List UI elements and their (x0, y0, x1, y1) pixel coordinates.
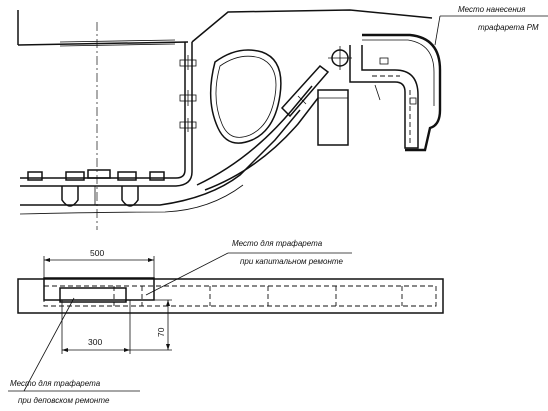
label-stencil-rm-line1: Место нанесения (458, 5, 526, 14)
label-capital-line1: Место для трафарета (232, 239, 323, 248)
label-depot-line1: Место для трафарета (10, 379, 101, 388)
stencil-capital-area (43, 277, 155, 301)
dimension-70: 70 (130, 299, 172, 351)
label-capital-line2: при капитальном ремонте (240, 257, 344, 266)
dim-500-value: 500 (90, 248, 104, 258)
dimension-300: 300 (61, 300, 131, 354)
dim-300-value: 300 (88, 337, 102, 347)
bolt-group (179, 55, 197, 132)
leader-capital-repair: Место для трафарета при капитальном ремо… (145, 239, 352, 296)
frame-side-view (17, 9, 442, 230)
label-depot-line2: при деповском ремонте (18, 396, 110, 405)
stencil-depot-area (59, 287, 127, 303)
dim-70-value: 70 (156, 327, 166, 337)
beam-plan-view (17, 277, 444, 314)
leader-depot-repair: Место для трафарета при деповском ремонт… (8, 297, 140, 405)
bottom-fittings (27, 169, 165, 207)
dimension-500: 500 (43, 248, 155, 282)
label-stencil-rm-line2: трафарета РМ (478, 23, 539, 32)
